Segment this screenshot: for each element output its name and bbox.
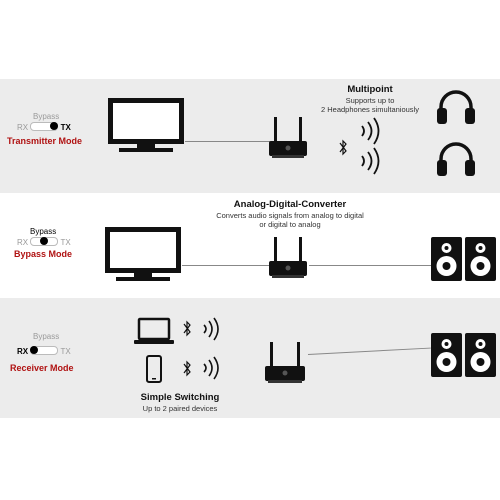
bluetooth-icon xyxy=(183,360,191,377)
mode-label: Receiver Mode xyxy=(10,363,74,373)
tx-label: TX xyxy=(60,238,71,247)
headphones-icon xyxy=(437,90,475,124)
switch-slider-icon xyxy=(30,346,59,355)
section-subtitle: Converts audio signals from analog to di… xyxy=(205,211,375,229)
section-subtitle: Up to 2 paired devices xyxy=(120,404,240,413)
signal-waves-icon xyxy=(203,356,219,380)
section-title: Analog-Digital-Converter xyxy=(233,199,347,210)
subtitle-line: 2 Headphones simultaniously xyxy=(321,105,419,114)
bypass-label: Bypass xyxy=(33,112,60,121)
audio-cable xyxy=(182,265,270,266)
switch-slider-icon xyxy=(30,122,59,131)
mode-label: Bypass Mode xyxy=(14,249,73,259)
transmitter-icon xyxy=(269,117,307,158)
tx-label: TX xyxy=(60,123,71,132)
mode-switch: RX TX xyxy=(17,122,71,132)
mode-switch: RX TX xyxy=(17,237,71,247)
receiver-mode-band xyxy=(0,298,500,418)
subtitle-line: or digital to analog xyxy=(259,220,321,229)
rx-label: RX xyxy=(17,123,29,132)
section-subtitle: Supports up to 2 Headphones simultanious… xyxy=(305,96,435,114)
mode-label: Transmitter Mode xyxy=(7,136,83,146)
bypass-label: Bypass xyxy=(30,227,57,236)
audio-cable xyxy=(185,141,270,142)
bluetooth-icon xyxy=(183,320,191,337)
signal-waves-icon xyxy=(361,147,380,175)
rx-label: RX xyxy=(17,238,29,247)
transmitter-icon xyxy=(269,237,307,278)
section-title: Multipoint xyxy=(347,84,393,95)
signal-waves-icon xyxy=(203,317,219,341)
smartphone-icon xyxy=(146,355,162,383)
mode-switch: RX TX xyxy=(17,346,71,356)
signal-waves-icon xyxy=(361,117,380,145)
tx-label: TX xyxy=(60,347,71,356)
bypass-label: Bypass xyxy=(33,332,60,341)
tv-icon xyxy=(105,227,181,281)
headphones-icon xyxy=(437,142,475,176)
transmitter-icon xyxy=(265,342,305,383)
tv-icon xyxy=(108,98,184,152)
rx-label: RX xyxy=(17,347,29,356)
audio-cable xyxy=(309,265,431,266)
section-title: Simple Switching xyxy=(140,392,220,403)
bluetooth-icon xyxy=(339,139,347,156)
transmitter-mode-band xyxy=(0,79,500,193)
laptop-icon xyxy=(134,317,174,344)
speakers-icon xyxy=(431,237,496,281)
subtitle-line: Supports up to xyxy=(345,96,395,105)
subtitle-line: Up to 2 paired devices xyxy=(142,404,218,413)
switch-slider-icon xyxy=(30,237,59,246)
speakers-icon xyxy=(431,333,496,377)
subtitle-line: Converts audio signals from analog to di… xyxy=(216,211,364,220)
